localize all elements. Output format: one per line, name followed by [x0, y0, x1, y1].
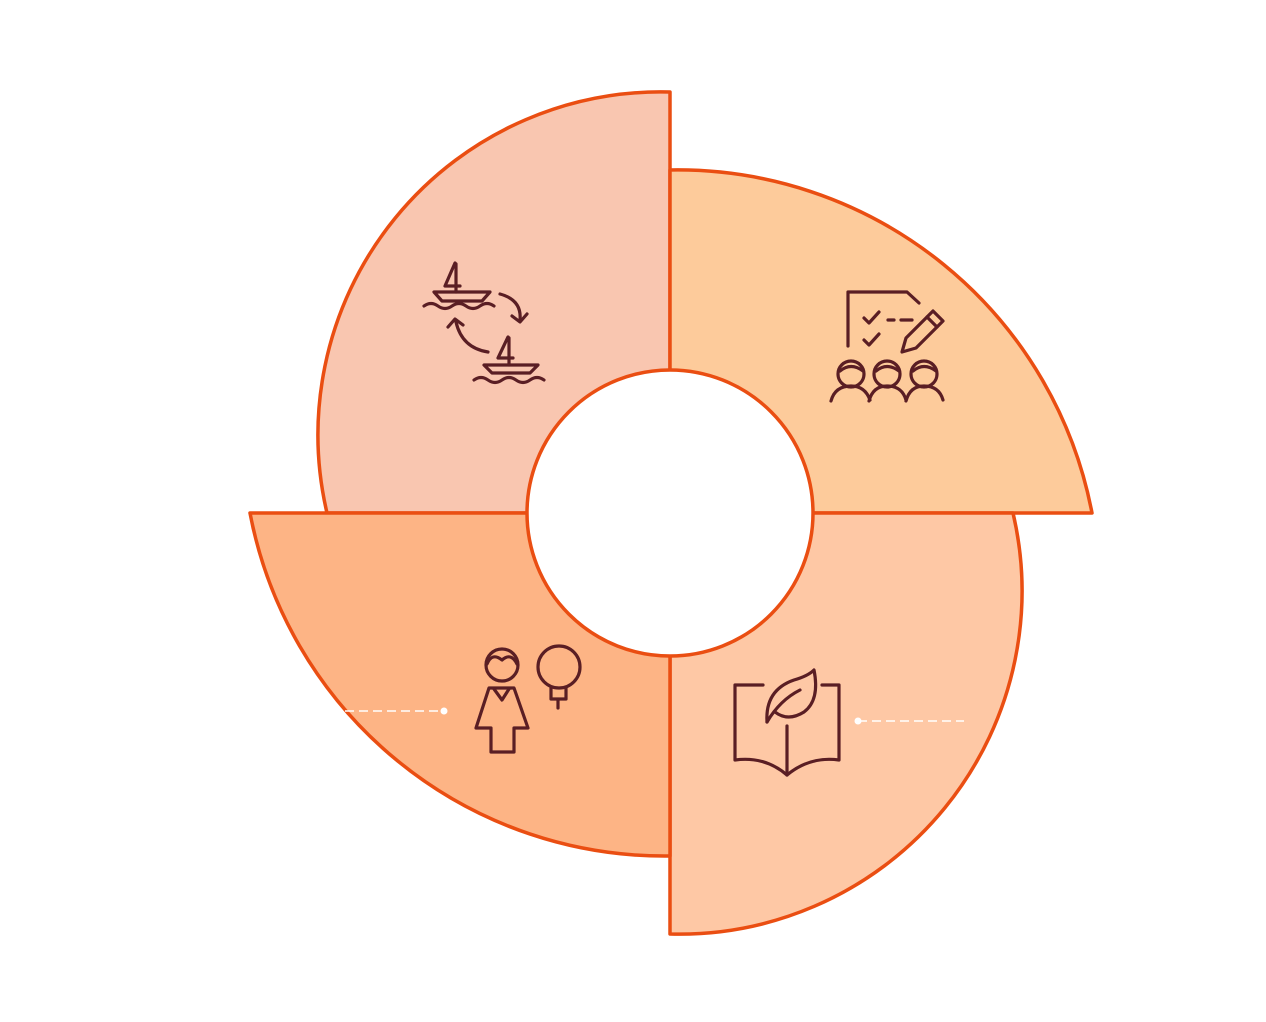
center-circle — [525, 368, 815, 658]
connector-left — [345, 707, 448, 715]
book-leaf-icon — [733, 668, 841, 777]
person-lightbulb-icon — [474, 644, 582, 754]
connector-right — [854, 717, 964, 725]
checklist-team-icon — [829, 290, 945, 403]
sailboat-cycle-icon — [422, 261, 546, 385]
